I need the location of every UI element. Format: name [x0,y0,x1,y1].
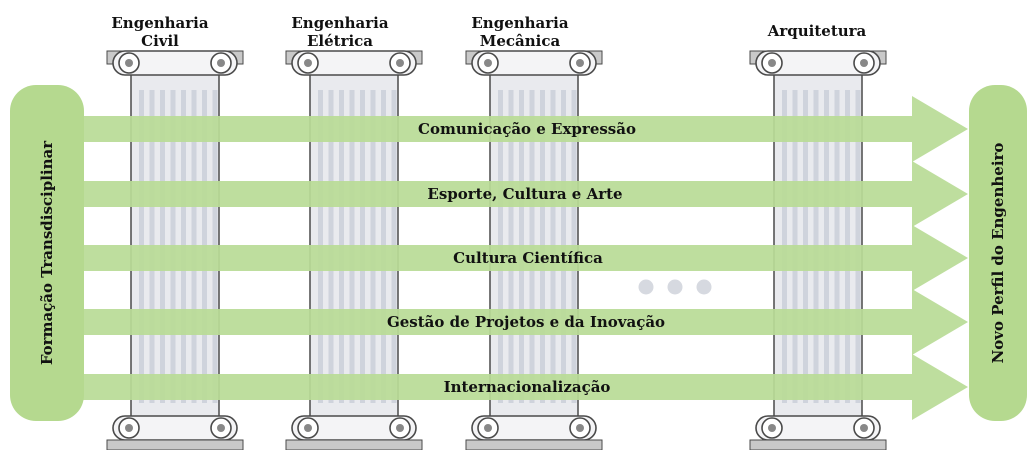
arrow-cultura-cientifica [70,225,968,291]
ellipsis-dot [667,279,683,295]
arrow-label-internacionalizacao: Internacionalização [443,378,611,396]
arrow-internacionalizacao [70,354,968,420]
pillar-volute-eye [576,59,584,67]
pillar-title-arquitetura: Arquitetura [767,22,867,40]
pillar-volute-eye [396,424,404,432]
pillar-bottom-slab [106,439,244,450]
arrow-label-cultura-cientifica: Cultura Científica [453,249,603,267]
left-panel-label: Formação Transdisciplinar [38,140,56,366]
pillar-capital [471,50,597,76]
arrow-label-gestao: Gestão de Projetos e da Inovação [386,313,666,331]
pillar-title-eletrica: Engenharia Elétrica [291,14,389,50]
ellipsis-dot [696,279,712,295]
pillar-volute-eye [860,59,868,67]
left-panel: Formação Transdisciplinar [10,85,84,421]
right-panel: Novo Perfil do Engenheiro [969,85,1027,421]
pillar-volute-eye [125,59,133,67]
arrow-label-comunicacao: Comunicação e Expressão [418,120,636,138]
pillar-volute-eye [217,59,225,67]
pillar-capital [112,50,238,76]
pillar-volute-eye [396,59,404,67]
pillar-volute-eye [860,424,868,432]
pillar-volute-eye [304,59,312,67]
pillar-volute-eye [484,424,492,432]
pillar-capital [291,50,417,76]
pillar-volute-eye [768,59,776,67]
pillar-volute-eye [304,424,312,432]
pillar-volute-eye [125,424,133,432]
pillar-volute-eye [576,424,584,432]
pillar-volute-eye [484,59,492,67]
pillar-capital [755,50,881,76]
pillar-volute-eye [217,424,225,432]
arrow-label-esporte: Esporte, Cultura e Arte [427,185,623,203]
right-panel-label: Novo Perfil do Engenheiro [989,142,1007,364]
ellipsis-dot [638,279,654,295]
pillar-volute-eye [768,424,776,432]
pillar-title-mecanica: Engenharia Mecânica [471,14,569,50]
arrow-gestao [70,289,968,355]
pillar-bottom-slab [749,439,887,450]
arrow-comunicacao [70,96,968,162]
pillar-bottom-slab [465,439,603,450]
pillar-bottom-slab [285,439,423,450]
pillar-title-civil: Engenharia Civil [111,14,209,50]
arrow-esporte [70,161,968,227]
